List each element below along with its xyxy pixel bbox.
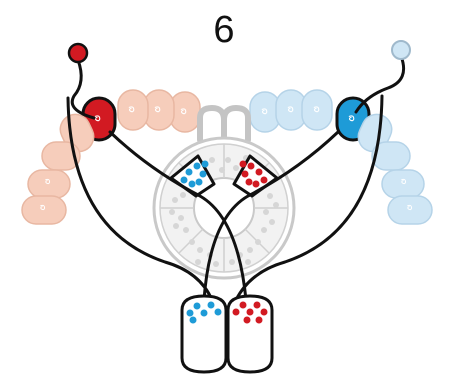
right-terminal-blue (392, 41, 410, 59)
left-arm-segment (28, 170, 70, 198)
right-arm-segment (388, 196, 432, 224)
left-arm-segment (118, 90, 148, 130)
left-terminal-red (69, 44, 87, 62)
top-gray-loops (200, 108, 248, 140)
left-arm-segment (22, 196, 66, 224)
bottom-lobe-blue (182, 296, 226, 372)
central-ring (154, 138, 294, 278)
panel-number: 6 (213, 9, 234, 51)
bottom-lobes (182, 296, 272, 372)
bottom-lobe-red (228, 296, 272, 372)
right-arm-segment (302, 90, 332, 130)
right-arm-segment (382, 170, 424, 198)
